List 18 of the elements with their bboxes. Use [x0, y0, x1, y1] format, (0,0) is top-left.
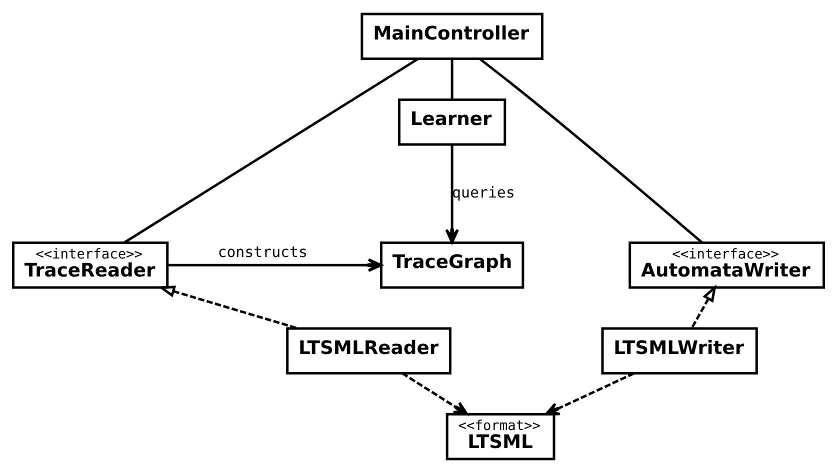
node-box: MainController — [360, 12, 544, 60]
connector — [479, 58, 703, 244]
arrow — [167, 258, 382, 272]
arrow — [402, 372, 468, 416]
arrow — [690, 284, 716, 329]
arrow — [158, 286, 298, 330]
connector — [450, 59, 454, 100]
node-box: LTSMLReader — [286, 327, 452, 374]
node-box: <<format>> LTSML — [446, 413, 556, 460]
node-box: TraceGraph — [380, 241, 524, 289]
node-box: LTSMLWriter — [601, 327, 758, 374]
node-box: Learner — [398, 98, 506, 146]
edge-label: constructs — [218, 243, 308, 262]
connector — [124, 58, 419, 244]
arrow — [445, 144, 459, 244]
arrow — [544, 372, 634, 416]
node-box: <<interface>> TraceReader — [12, 241, 169, 289]
node-box: <<interface>> AutomataWriter — [628, 241, 826, 289]
